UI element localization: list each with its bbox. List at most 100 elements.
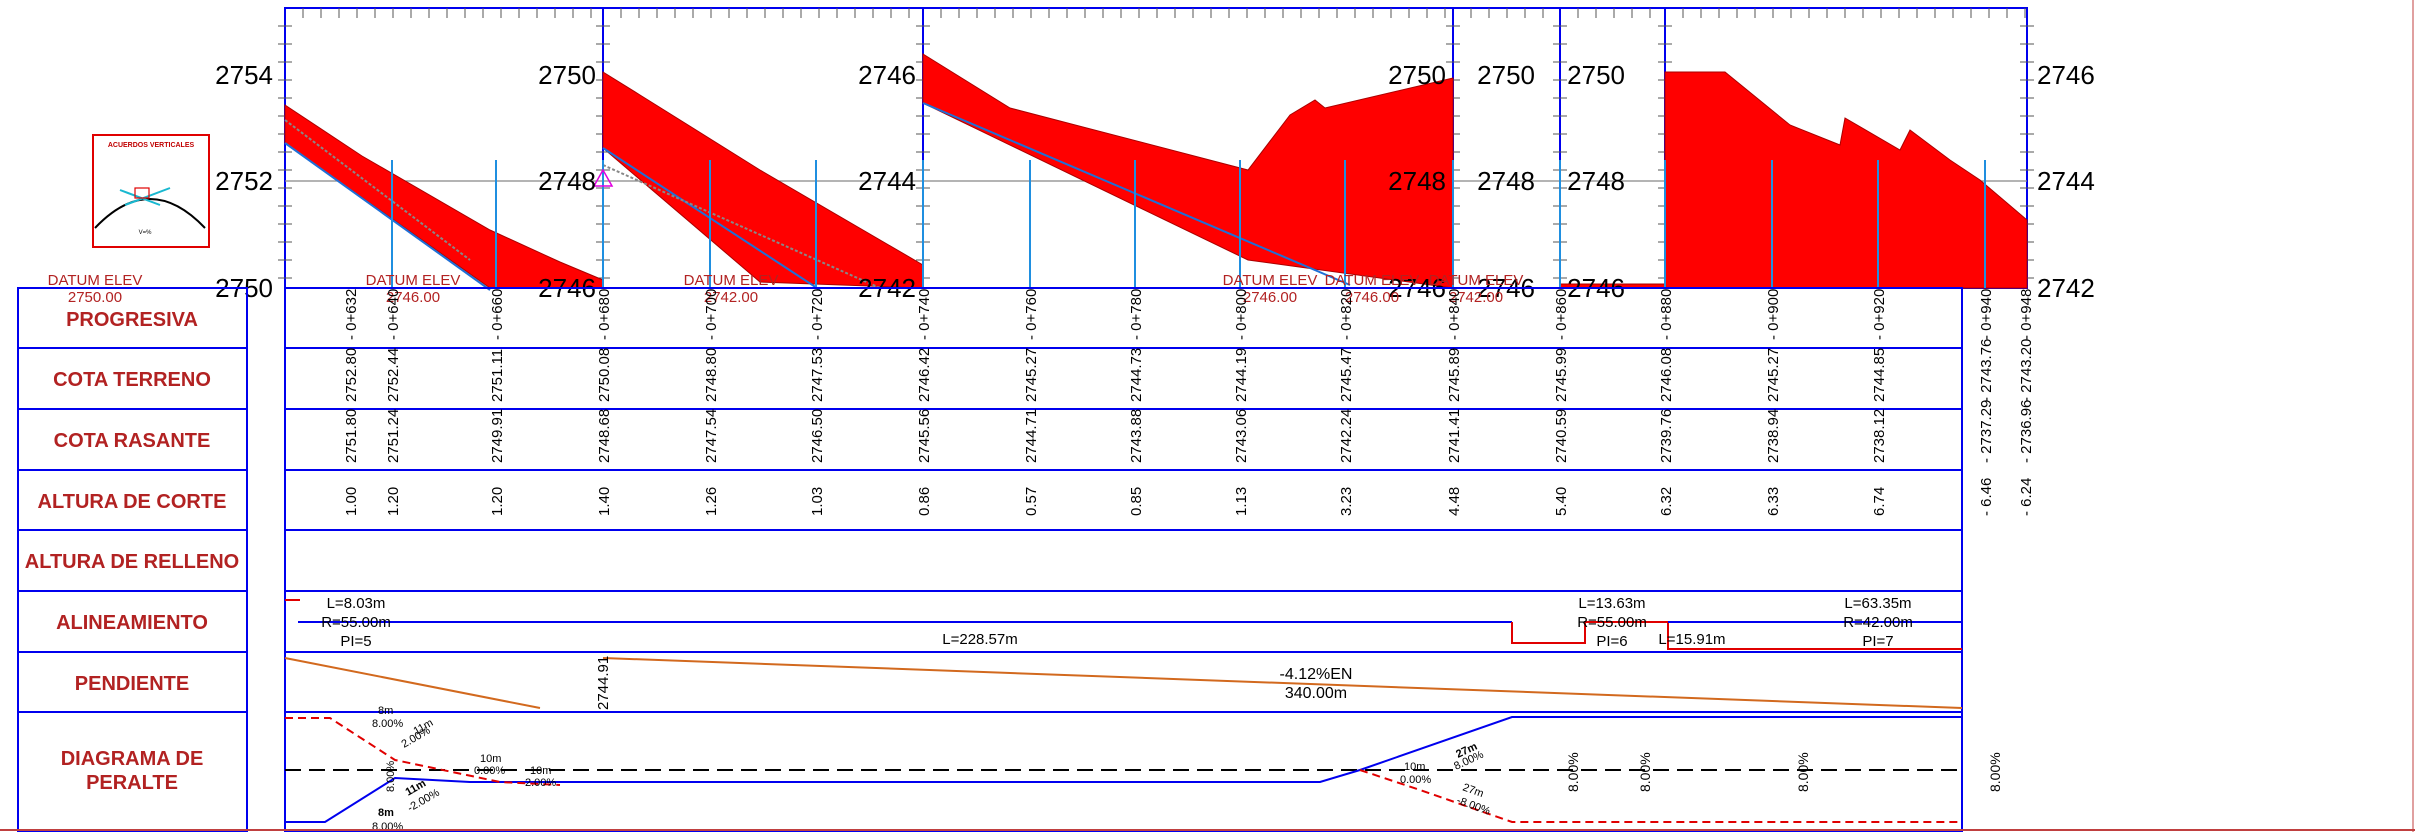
peralte-label: 8m: [378, 807, 394, 819]
station-terreno: 2745.27: [1765, 348, 1782, 402]
elevation-label: 2748: [538, 166, 596, 196]
tangent1-length: L=228.57m: [942, 631, 1017, 648]
peralte-label: 10m: [480, 753, 501, 765]
elevation-label: 2744: [2037, 166, 2095, 196]
station-corte: 1.03: [809, 487, 826, 516]
datum-value: 2750.00: [68, 289, 122, 306]
station-corte: 1.20: [385, 487, 402, 516]
station-corte: 0.57: [1023, 487, 1040, 516]
datum-value: 2742.00: [704, 289, 758, 306]
station-rasante: 2738.12: [1871, 409, 1888, 463]
station-terreno: 2745.99: [1553, 348, 1570, 402]
elevation-label: 2744: [858, 166, 916, 196]
station-corte: 4.48: [1446, 487, 1463, 516]
peralte-label: 0.00%: [1400, 774, 1431, 786]
svg-text:V=%: V=%: [139, 230, 153, 236]
station-corte: 6.74: [1871, 487, 1888, 516]
peralte-label: -8.00%: [1455, 795, 1492, 818]
station-rasante: 2739.76: [1658, 409, 1675, 463]
legend-title: ACUERDOS VERTICALES: [108, 142, 195, 149]
pendiente-diagram: -4.12%EN 340.00m 2744.91: [284, 656, 1963, 710]
elevation-label: 2750: [1477, 60, 1535, 90]
datum-value: 2742.00: [1449, 289, 1503, 306]
station-terreno: 2751.11: [489, 349, 506, 402]
station-terreno: 2752.80: [343, 348, 360, 402]
station-corte: - 6.46: [1978, 478, 1995, 516]
header-cota-rasante: COTA RASANTE: [54, 430, 211, 452]
station-corte: 1.00: [343, 487, 360, 516]
datum-label: DATUM ELEV: [684, 272, 779, 289]
station-corte: 5.40: [1553, 487, 1570, 516]
curve3-radius: R=42.00m: [1843, 614, 1913, 631]
station-progresiva: - 0+940: [1978, 289, 1995, 340]
station-progresiva: - 0+800: [1233, 289, 1250, 340]
station-progresiva: - 0+640: [385, 289, 402, 340]
peralte-label: 8.00%: [385, 761, 397, 792]
station-progresiva: - 0+860: [1553, 289, 1570, 340]
curve2-length: L=13.63m: [1578, 595, 1645, 612]
data-table: [17, 287, 1963, 832]
station-terreno: 2745.89: [1446, 348, 1463, 402]
station-progresiva: - 0+700: [703, 289, 720, 340]
station-corte: 3.23: [1338, 487, 1355, 516]
curve3-pi: PI=7: [1862, 633, 1893, 650]
peralte-label: 8.00%: [372, 821, 403, 832]
station-progresiva: - 0+900: [1765, 289, 1782, 340]
alineamiento-diagram: L=8.03m R=55.00m PI=5 L=228.57m L=13.63m…: [285, 595, 1962, 650]
station-rasante: 2743.06: [1233, 409, 1250, 463]
datum-label: DATUM ELEV: [366, 272, 461, 289]
header-peralte-1: DIAGRAMA DE: [61, 748, 204, 770]
station-rasante: 2738.94: [1765, 409, 1782, 463]
station-corte: 1.40: [596, 487, 613, 516]
datum-value: 2746.00: [386, 289, 440, 306]
station-rasante: 2744.71: [1023, 409, 1040, 463]
peralte-label: 8m: [378, 705, 393, 717]
station-rasante: 2742.24: [1338, 409, 1355, 463]
curve1-radius: R=55.00m: [321, 614, 391, 631]
station-rasante: 2749.91: [489, 409, 506, 463]
station-terreno: 2744.19: [1233, 348, 1250, 402]
elevation-label: 2750: [1388, 60, 1446, 90]
station-rasante: 2746.50: [809, 409, 826, 463]
peralte-label: 8.00%: [1565, 752, 1581, 792]
station-terreno: - 2743.20: [2018, 339, 2035, 402]
header-progresiva: PROGRESIVA: [66, 309, 198, 331]
pendiente-length: 340.00m: [1285, 685, 1347, 702]
station-progresiva: - 0+760: [1023, 289, 1040, 340]
header-altura-corte: ALTURA DE CORTE: [38, 491, 227, 513]
peralte-label: 0.00%: [474, 765, 505, 777]
elevation-label: 2754: [215, 60, 273, 90]
peralte-label: 8.00%: [1637, 752, 1653, 792]
peralte-diagram: 8m 8.00% 11m 2.00% 10m 0.00% 10m 2.00% 8…: [285, 705, 2003, 832]
station-rasante: 2745.56: [916, 409, 933, 463]
station-progresiva: - 0+780: [1128, 289, 1145, 340]
station-terreno: 2747.53: [809, 348, 826, 402]
station-corte: 1.13: [1233, 487, 1250, 516]
peralte-label: 8.00%: [372, 718, 403, 730]
station-corte: 1.20: [489, 487, 506, 516]
peralte-label: 8.00%: [1987, 752, 2003, 792]
pvi-marker: [592, 168, 614, 187]
station-progresiva: - 0+880: [1658, 289, 1675, 340]
datum-label: DATUM ELEV: [1223, 272, 1318, 289]
elevation-label: 2750: [538, 60, 596, 90]
curve1-pi: PI=5: [340, 633, 371, 650]
pvi-elevation: 2744.91: [595, 656, 612, 710]
datum-label: DATUM ELEV: [1325, 272, 1420, 289]
station-terreno: 2745.47: [1338, 348, 1355, 402]
station-corte: 6.32: [1658, 487, 1675, 516]
row-headers: PROGRESIVA COTA TERRENO COTA RASANTE ALT…: [25, 309, 239, 794]
curve2-radius: R=55.00m: [1577, 614, 1647, 631]
peralte-label: 10m: [1404, 761, 1425, 773]
legend-box: ACUERDOS VERTICALES V=%: [92, 134, 210, 248]
station-progresiva: - 0+920: [1871, 289, 1888, 340]
station-terreno: 2744.85: [1871, 348, 1888, 402]
station-rasante: 2743.88: [1128, 409, 1145, 463]
cut-areas: [284, 53, 2028, 289]
curve3-length: L=63.35m: [1844, 595, 1911, 612]
header-cota-terreno: COTA TERRENO: [53, 369, 211, 391]
grade-lines: [284, 102, 1351, 291]
